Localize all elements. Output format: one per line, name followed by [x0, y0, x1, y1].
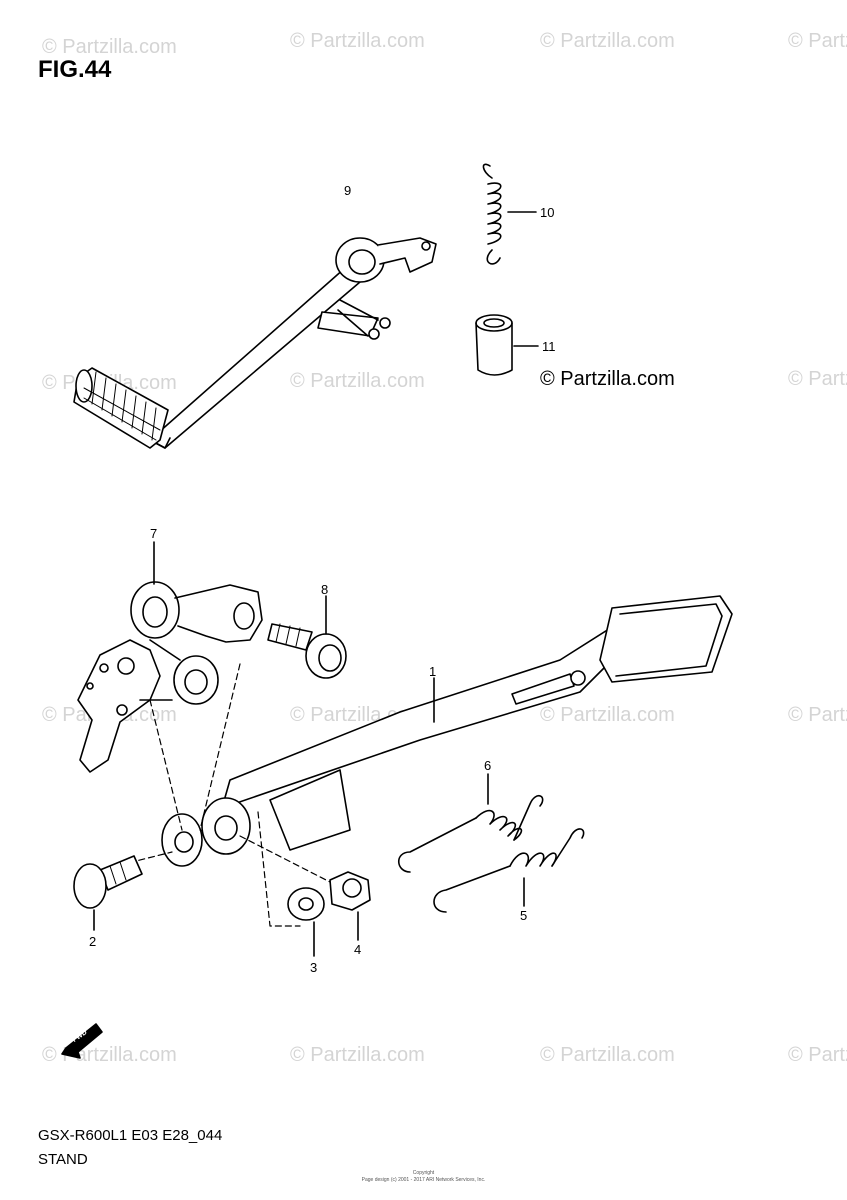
callout-number[interactable]: 4 [354, 942, 362, 957]
watermark: © Partzilla.com [540, 704, 675, 726]
nut-4-drawing [329, 871, 371, 941]
callout-number[interactable]: 6 [484, 758, 492, 773]
brand-mark: © Partzilla.com [540, 368, 675, 390]
spring-10-drawing [482, 163, 537, 265]
callout-number[interactable]: 3 [310, 960, 318, 975]
stand-1-drawing [161, 595, 733, 867]
spacer-11-drawing [475, 314, 539, 376]
washer-3-drawing [287, 887, 325, 957]
watermark: © Partzilla.com [42, 36, 177, 58]
watermark: © Partzilla.com [788, 704, 847, 726]
forward-arrow-icon [61, 1023, 103, 1059]
callout-number[interactable]: 7 [150, 526, 158, 541]
watermark: © Partzilla.com [540, 30, 675, 52]
model-code: GSX-R600L1 E03 E28_044 [38, 1127, 223, 1144]
section-name: STAND [38, 1151, 88, 1168]
callout-number[interactable]: 9 [344, 183, 352, 198]
bolt-2-drawing [73, 855, 143, 931]
bolt-8-drawing [267, 595, 347, 679]
spring-5-drawing [433, 828, 585, 913]
callout-number[interactable]: 8 [321, 582, 329, 597]
watermark: © Partzilla.com [290, 370, 425, 392]
watermark: © Partzilla.com [788, 1044, 847, 1066]
callout-number[interactable]: 5 [520, 908, 528, 923]
watermark: © Partzilla.com [788, 368, 847, 390]
watermark: © Partzilla.com [290, 30, 425, 52]
bracket-7-drawing [77, 541, 263, 773]
callout-number[interactable]: 1 [429, 664, 437, 679]
watermark: © Partzilla.com [540, 1044, 675, 1066]
callout-number[interactable]: 11 [542, 339, 556, 354]
callout-number[interactable]: 10 [540, 205, 555, 220]
gearshift-lever-drawing [73, 237, 437, 449]
watermark: © Partzilla.com [788, 30, 847, 52]
callout-number[interactable]: 2 [89, 934, 97, 949]
spring-6-drawing [397, 773, 544, 873]
assembly-guide-lines [99, 663, 331, 927]
watermark: © Partzilla.com [290, 1044, 425, 1066]
footer-notice: Page design (c) 2001 - 2017 ARI Network … [361, 1177, 486, 1183]
figure-title: FIG.44 [38, 56, 112, 83]
footer-copyright: Copyright [412, 1170, 435, 1176]
